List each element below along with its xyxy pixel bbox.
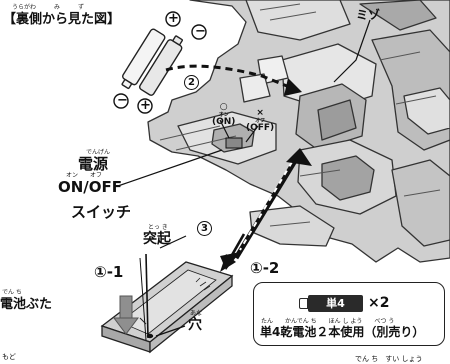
battery-note-ruby: たん かんでん ち ほん し よう べつ う (261, 318, 395, 325)
footer-right-ruby: でん ち すい しょう (355, 355, 423, 363)
step-3-marker: 3 (197, 221, 212, 236)
step-1-2-label: ①-2 (250, 259, 280, 277)
on-text: (ON) (212, 117, 236, 128)
power-label: 電源 (78, 155, 109, 173)
battery-count: ×2 (368, 295, 390, 311)
off-position-tag: × オフ (OFF) (246, 108, 275, 134)
battery-pair-illustration (121, 28, 183, 96)
battery-cover-ruby: でん ち (2, 289, 22, 296)
mizo-label: ミゾ (356, 8, 381, 22)
slide-cover-arrow (220, 148, 312, 272)
protrusion-label: 突起 (143, 231, 171, 247)
battery-icon: 単4 (308, 295, 363, 312)
on-off-label: ON/OFF (58, 178, 123, 196)
minus-sign-bottom: − (117, 93, 128, 108)
switch-callouts (117, 119, 259, 187)
on-ruby: オン (218, 111, 229, 118)
power-switch[interactable] (225, 137, 243, 149)
on-symbol: ○ (219, 102, 228, 112)
hole-ruby: あな (190, 310, 203, 317)
insert-battery-arrow (165, 64, 302, 96)
battery-cover-label: 電池ぶた (0, 297, 53, 312)
battery-icon-tip (299, 298, 308, 309)
push-tool-arrow (113, 253, 149, 341)
polarity-marks (113, 11, 207, 114)
step-2-marker: 2 (184, 75, 199, 90)
battery-note: 単4乾電池２本使用（別売り） (260, 325, 425, 339)
switch-label: スイッチ (71, 203, 132, 221)
plus-sign-bottom: + (140, 98, 151, 113)
battery-requirement-box: 単4 ×2 たん かんでん ち ほん し よう べつ う 単4乾電池２本使用（別… (253, 282, 445, 346)
tokki-ruby: とっ き (148, 224, 168, 231)
dengen-ruby: でんげん (86, 149, 111, 156)
hole-callout (155, 325, 186, 337)
off-symbol: × (256, 108, 264, 118)
minus-sign-top: − (195, 24, 206, 39)
onoff-ruby: オン オフ (66, 172, 103, 179)
hole-label: 穴 (188, 317, 202, 333)
tokki-callout (159, 235, 187, 249)
title-ruby: うらがわ み ず (12, 4, 85, 11)
off-ruby: オフ (255, 117, 266, 124)
footer-left-ruby: もど (2, 353, 16, 361)
step-1-1-label: ①-1 (94, 263, 124, 281)
on-position-tag: ○ オン (ON) (212, 102, 236, 128)
battery-cover-illustration (100, 261, 234, 354)
off-text: (OFF) (246, 123, 275, 134)
page-title: 【裏側から見た図】 (3, 12, 121, 27)
mizo-callout (333, 19, 371, 83)
plus-sign-top: + (168, 11, 179, 26)
